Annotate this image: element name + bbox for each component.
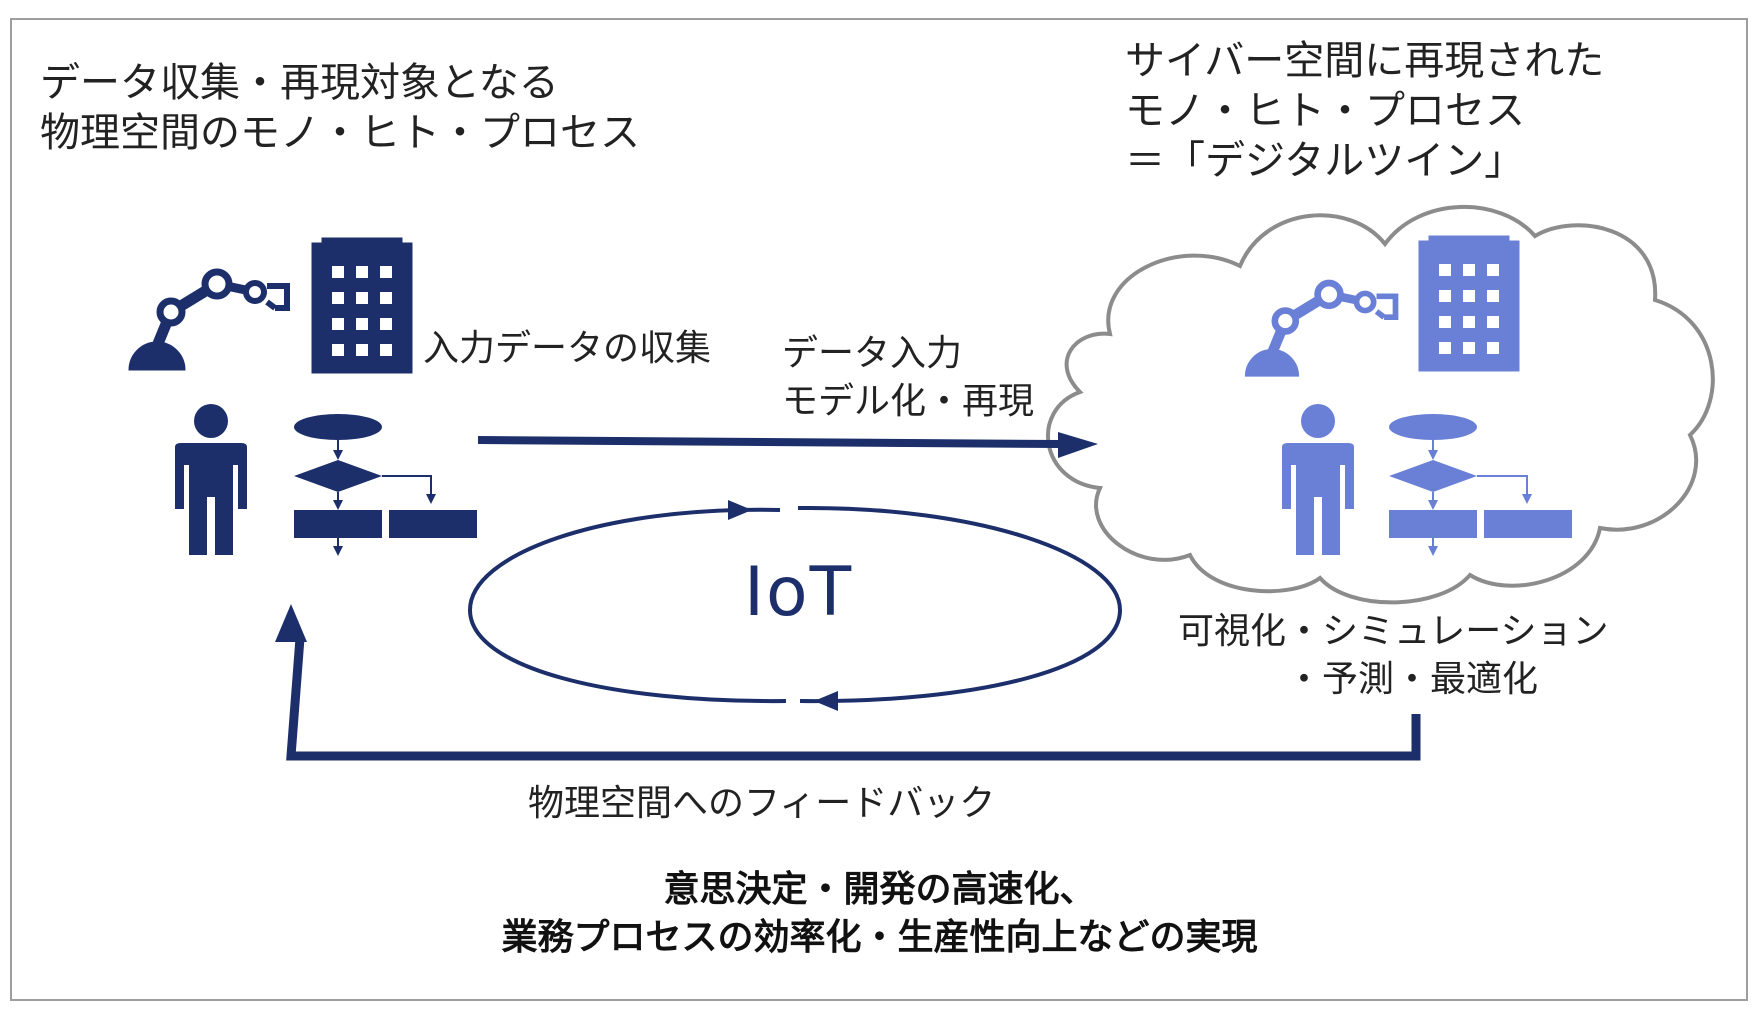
feedback-arrow	[275, 604, 1421, 761]
data-input-line: データ入力	[782, 333, 963, 374]
diagram-frame	[10, 18, 1748, 1001]
physical-title-line: データ収集・再現対象となる	[40, 60, 559, 106]
physical-title-line: 物理空間のモノ・ヒト・プロセス	[40, 110, 640, 156]
data-input-arrow	[477, 432, 1098, 458]
visualize-line: ・予測・最適化	[1286, 659, 1539, 700]
outcome-line: 業務プロセスの効率化・生産性向上などの実現	[501, 917, 1258, 958]
cyber-title-line: サイバー空間に再現された	[1125, 38, 1605, 84]
feedback-label: 物理空間へのフィードバック	[528, 783, 996, 824]
data-input-line: モデル化・再現	[782, 381, 1035, 422]
outcome-line: 意思決定・開発の高速化、	[663, 869, 1096, 910]
iot-cycle	[467, 505, 1123, 704]
data-input-label: データ入力 モデル化・再現	[782, 330, 1034, 426]
cyber-space-title: サイバー空間に再現された モノ・ヒト・プロセス ＝「デジタルツイン」	[1125, 36, 1604, 186]
person-icon	[175, 404, 247, 555]
visualize-label: 可視化・シミュレーション ・予測・最適化	[1178, 608, 1609, 704]
cloud-icon	[1045, 205, 1715, 605]
iot-cycle-arrowhead	[814, 691, 838, 711]
collect-label: 入力データの収集	[423, 328, 712, 369]
flowchart-icon	[294, 414, 477, 556]
flowchart-icon	[1389, 414, 1572, 556]
cyber-title-line: ＝「デジタルツイン」	[1125, 138, 1525, 184]
robot-arm-icon	[129, 272, 287, 370]
cyber-title-line: モノ・ヒト・プロセス	[1125, 88, 1525, 134]
building-icon	[1418, 235, 1520, 372]
physical-space-title: データ収集・再現対象となる 物理空間のモノ・ヒト・プロセス	[40, 58, 640, 158]
visualize-line: 可視化・シミュレーション	[1178, 611, 1609, 652]
outcome-text: 意思決定・開発の高速化、 業務プロセスの効率化・生産性向上などの実現	[0, 866, 1759, 962]
iot-cycle-arrowhead	[728, 500, 752, 520]
iot-label: IoT	[744, 553, 854, 632]
building-icon	[311, 237, 413, 374]
